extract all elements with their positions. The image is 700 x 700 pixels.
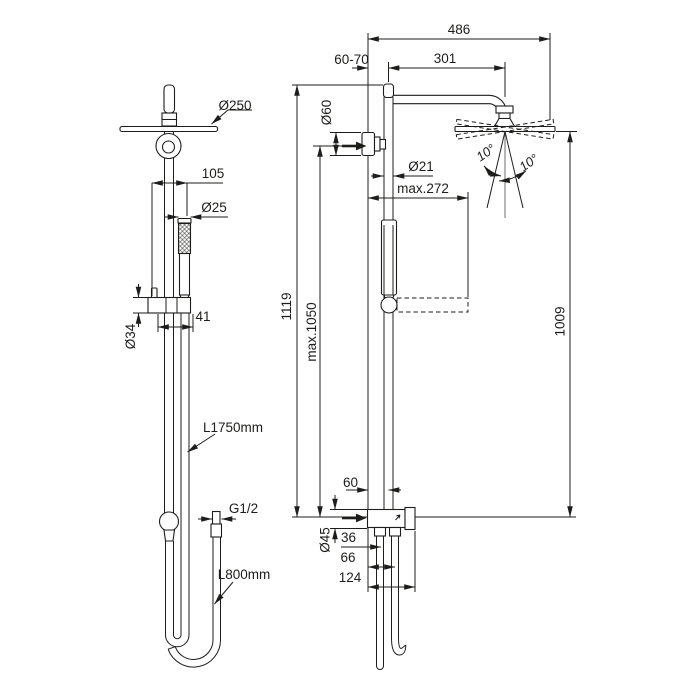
head-plate-front xyxy=(119,125,219,133)
label-dim301: 301 xyxy=(434,51,457,66)
side-view xyxy=(292,33,576,670)
label-dim1119: 1119 xyxy=(279,292,294,320)
hose-nipple-front xyxy=(210,510,223,538)
label-thread: G1/2 xyxy=(229,501,258,516)
label-dim60-70: 60-70 xyxy=(334,52,369,67)
label-dim60: 60 xyxy=(343,475,358,490)
hand-shower-hose-front xyxy=(165,313,190,648)
spray-cone xyxy=(483,131,527,218)
label-dia34: Ø34 xyxy=(123,323,138,349)
water-inlet-arrow-top xyxy=(342,141,367,151)
outlet-hose-front xyxy=(167,537,222,668)
inlet-fitting-side xyxy=(366,506,416,537)
slider-knob-side xyxy=(380,296,398,314)
water-inlet-arrow-bottom xyxy=(342,513,367,523)
label-dia250: Ø250 xyxy=(218,98,251,113)
label-dia60: Ø60 xyxy=(319,100,334,126)
label-dia45: Ø45 xyxy=(318,527,333,553)
label-dim124: 124 xyxy=(339,570,362,585)
label-dim66: 66 xyxy=(340,550,355,565)
ball-joint-side xyxy=(493,105,516,128)
label-max272: max.272 xyxy=(397,181,449,196)
head-pipe-top-front xyxy=(163,84,176,114)
riser-pipe-front xyxy=(164,131,174,513)
label-dim36: 36 xyxy=(341,530,356,545)
hose-elbow-front xyxy=(158,511,180,532)
hoses-side xyxy=(376,536,407,670)
label-hose-outlet: L800mm xyxy=(218,567,271,582)
wall-bracket-ring xyxy=(155,132,182,160)
wall-connector-side xyxy=(361,131,387,157)
label-dim41: 41 xyxy=(195,309,210,324)
slider-holder-front xyxy=(147,287,192,314)
front-view-dimensions: Ø250 105 Ø25 Ø34 41 L1750mm G1/2 L800mm xyxy=(123,98,271,605)
label-angle-right: 10° xyxy=(516,151,541,175)
label-dim105: 105 xyxy=(202,166,225,181)
shower-arm-side xyxy=(388,94,508,114)
label-dia25: Ø25 xyxy=(201,200,227,215)
label-max1050: max.1050 xyxy=(304,302,319,361)
label-dim1009: 1009 xyxy=(553,306,568,336)
side-view-dimensions: 486 60-70 301 Ø60 Ø21 max.272 10° 10° 11… xyxy=(279,22,577,592)
label-dia21: Ø21 xyxy=(408,159,434,174)
handle-swing-dashed xyxy=(396,297,469,313)
label-angle-left: 10° xyxy=(473,141,498,165)
front-view xyxy=(119,84,223,668)
hand-shower-front xyxy=(177,217,192,301)
label-hose-hand: L1750mm xyxy=(203,420,263,435)
label-dim486: 486 xyxy=(448,22,471,37)
